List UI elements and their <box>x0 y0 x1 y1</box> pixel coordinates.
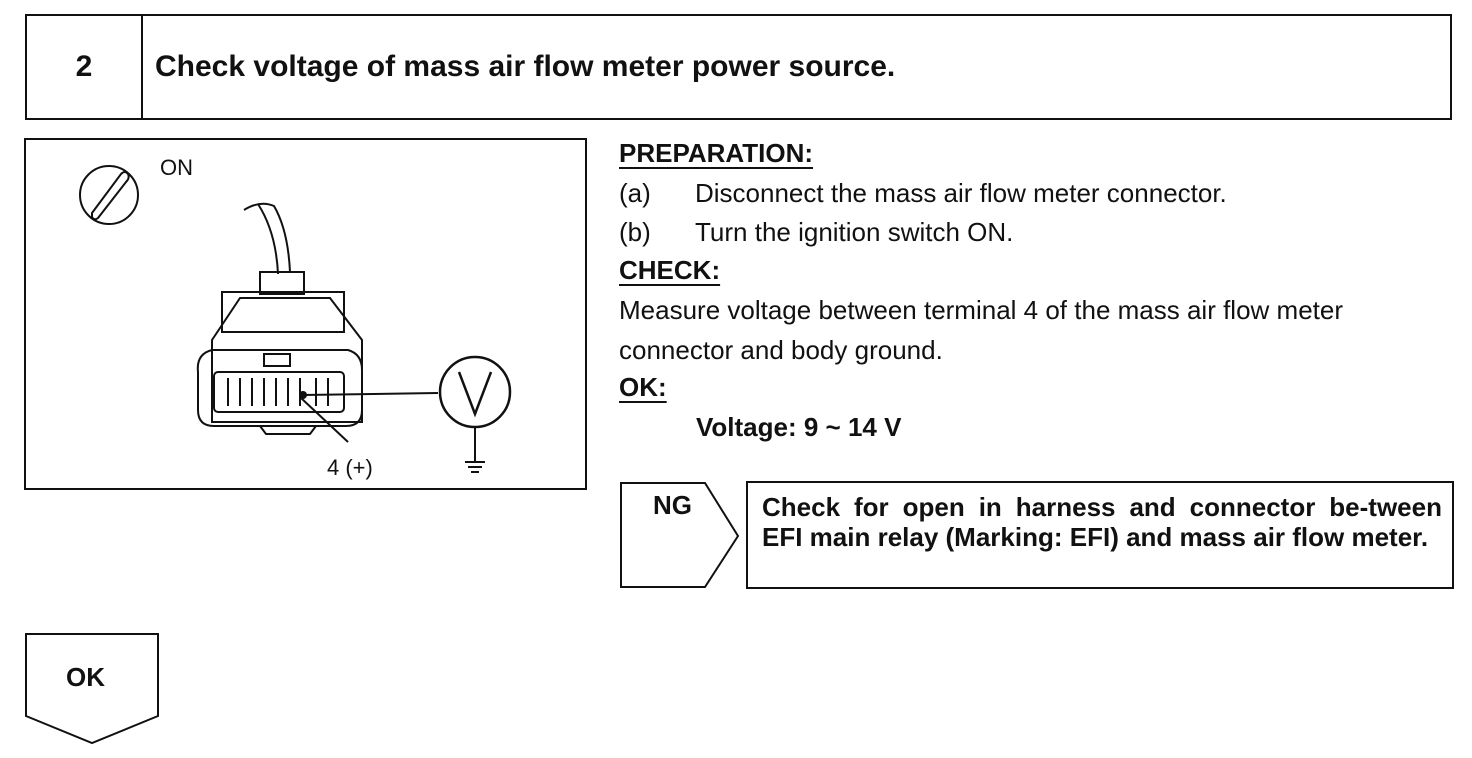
ok-label: OK <box>66 662 105 692</box>
step-number: 2 <box>27 16 143 118</box>
ng-action-box: Check for open in harness and connector … <box>746 481 1454 589</box>
preparation-step-a: (a) Disconnect the mass air flow meter co… <box>619 178 1227 209</box>
ignition-switch-icon <box>79 165 139 225</box>
preparation-step-label: (a) <box>619 178 651 208</box>
preparation-step-label: (b) <box>619 217 651 247</box>
voltmeter-icon <box>438 355 512 429</box>
ok-heading: OK: <box>619 372 667 402</box>
connector-illustration: ON 4 (+) <box>24 138 587 490</box>
connector-icon <box>196 202 363 435</box>
preparation-step-text: Disconnect the mass air flow meter conne… <box>695 178 1227 208</box>
ground-icon <box>465 427 485 473</box>
ng-label: NG <box>653 490 692 520</box>
ng-arrow-icon <box>620 482 740 588</box>
preparation-step-b: (b) Turn the ignition switch ON. <box>619 217 1013 248</box>
check-text: Measure voltage between terminal 4 of th… <box>619 295 1344 365</box>
preparation-step-text: Turn the ignition switch ON. <box>695 217 1014 247</box>
ok-arrow-icon <box>25 633 159 745</box>
ignition-on-label: ON <box>160 155 193 180</box>
step-header: 2 Check voltage of mass air flow meter p… <box>25 14 1452 120</box>
step-title: Check voltage of mass air flow meter pow… <box>155 50 896 83</box>
voltage-spec: Voltage: 9 ~ 14 V <box>696 412 902 442</box>
preparation-heading: PREPARATION: <box>619 138 814 168</box>
terminal-label: 4 (+) <box>327 455 373 480</box>
check-heading: CHECK: <box>619 255 721 285</box>
